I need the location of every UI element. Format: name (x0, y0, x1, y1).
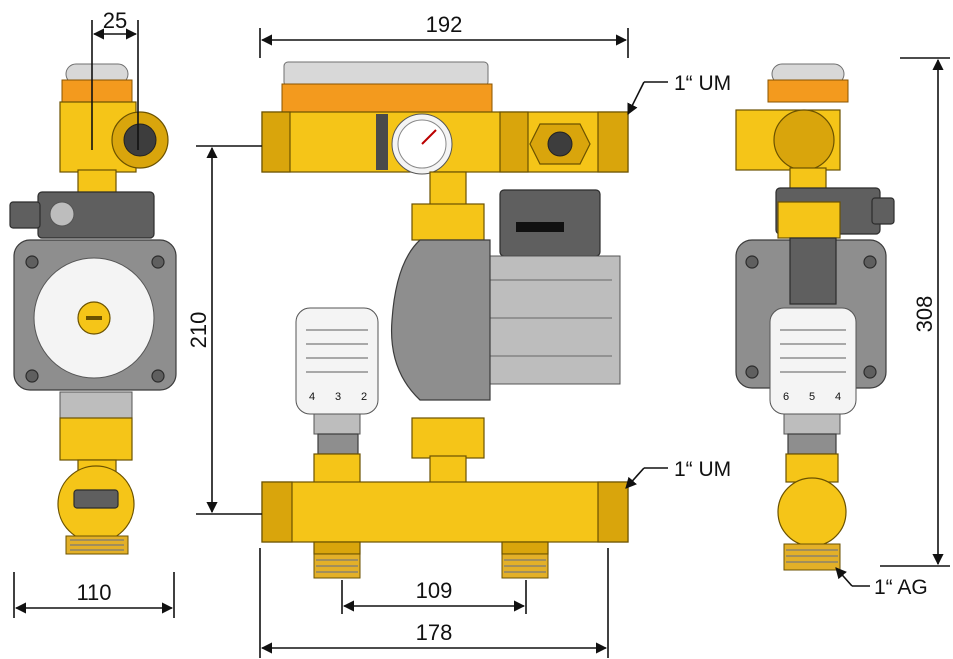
dimension-height-total: 308 (880, 57, 950, 567)
dimension-width-left: 110 (13, 572, 175, 618)
callout-top-right: 1“ UM (627, 72, 731, 116)
callout-bottom-right: 1“ UM (625, 458, 731, 489)
dimension-outlet-spacing: 109 (341, 578, 527, 614)
svg-text:2: 2 (361, 391, 367, 403)
dimension-top-width: 192 (259, 12, 629, 58)
dim-label-height-total: 308 (912, 296, 937, 333)
dim-label-left-top: 25 (103, 8, 127, 33)
svg-text:4: 4 (309, 391, 315, 403)
knob-scale-center: 4 3 2 (309, 391, 367, 403)
dim-label-top-width: 192 (426, 12, 463, 37)
svg-text:5: 5 (809, 391, 815, 403)
callout-bottom-right-side: 1“ AG (835, 567, 928, 599)
svg-text:3: 3 (335, 391, 341, 403)
conn-label-top-right: 1“ UM (674, 72, 731, 95)
dim-label-outlet-spacing: 109 (416, 578, 453, 603)
knob-scale-right: 6 5 4 (783, 391, 841, 403)
conn-label-bottom-right: 1“ UM (674, 458, 731, 481)
dim-label-height-center: 210 (186, 312, 211, 349)
svg-text:4: 4 (835, 391, 841, 403)
conn-label-bottom-right-side: 1“ AG (874, 576, 928, 599)
dim-label-manifold-width: 178 (416, 620, 453, 645)
center-front-view (261, 61, 629, 579)
dimension-left-top: 25 (91, 8, 139, 150)
dim-label-width-left: 110 (76, 580, 111, 605)
svg-text:6: 6 (783, 391, 789, 403)
dimension-height-center: 210 (186, 145, 262, 515)
left-side-view (9, 63, 177, 555)
dimension-manifold-width: 178 (259, 548, 609, 658)
right-side-view (735, 63, 895, 571)
